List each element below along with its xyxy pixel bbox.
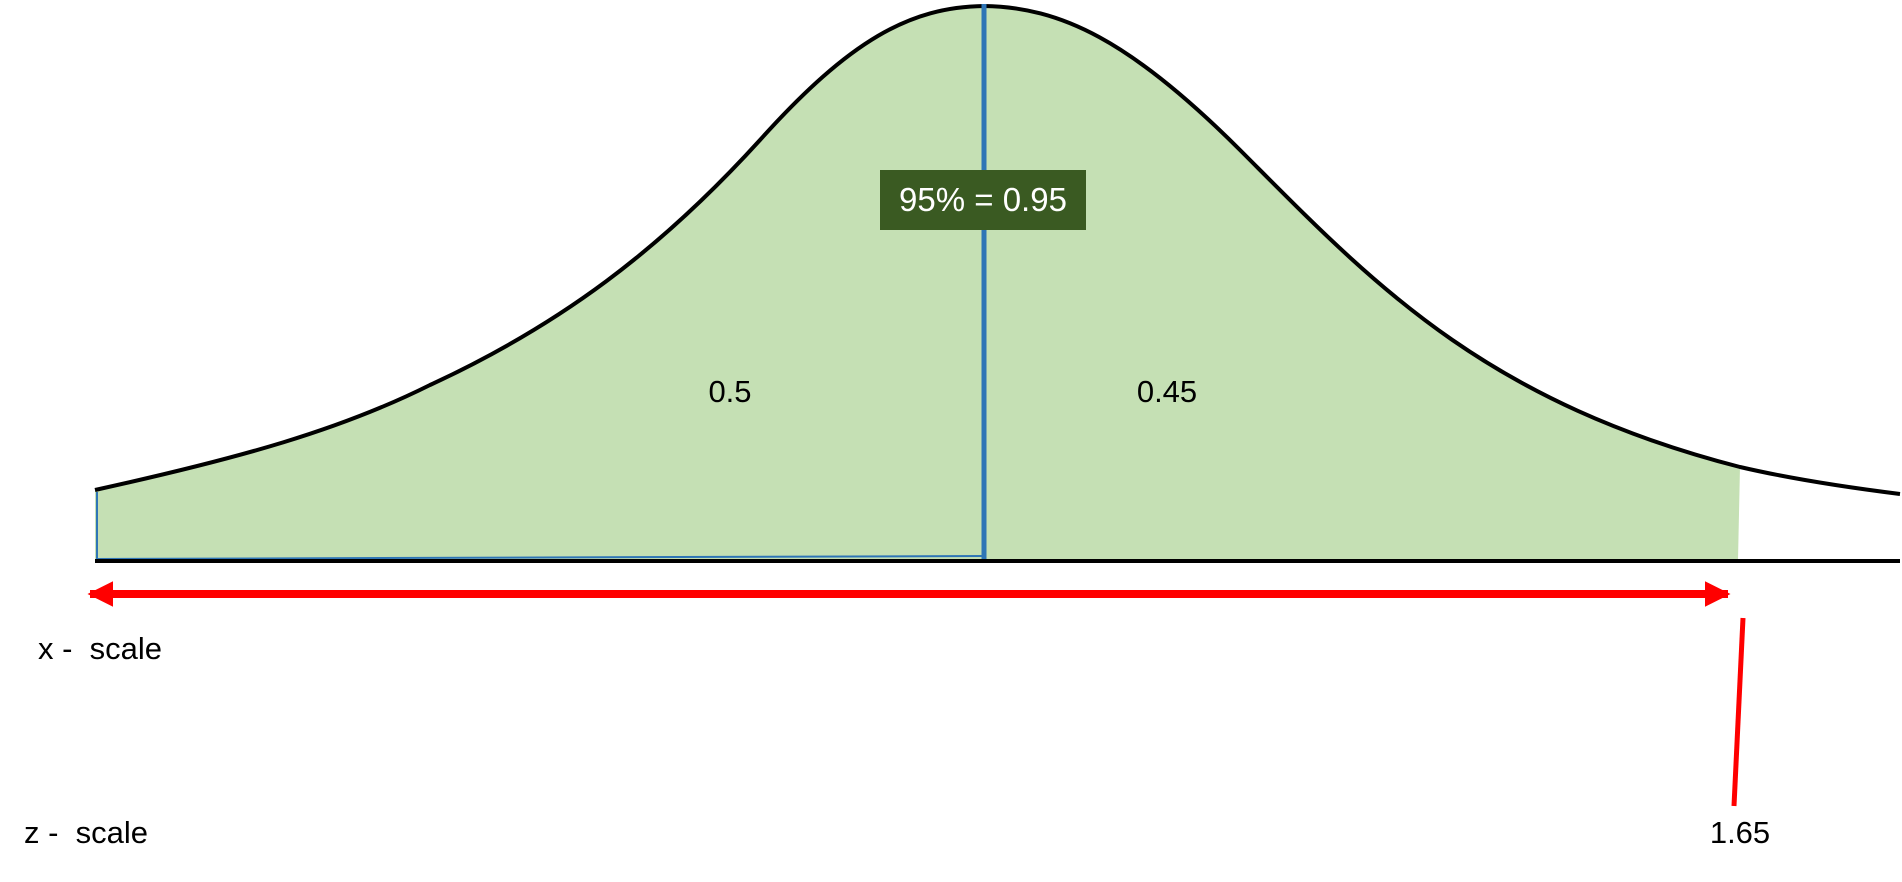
probability-label-text: 95% = 0.95	[899, 181, 1067, 218]
right-area-label: 0.45	[1137, 374, 1197, 409]
base-blue-line	[96, 555, 985, 560]
z-value-label: 1.65	[1710, 815, 1770, 850]
z-scale-label: z - scale	[24, 815, 148, 850]
x-scale-label: x - scale	[38, 631, 162, 666]
left-area-label: 0.5	[708, 374, 751, 409]
shaded-area	[95, 6, 1740, 560]
z-value-pointer	[1731, 617, 1746, 807]
probability-label-box	[880, 170, 1086, 230]
